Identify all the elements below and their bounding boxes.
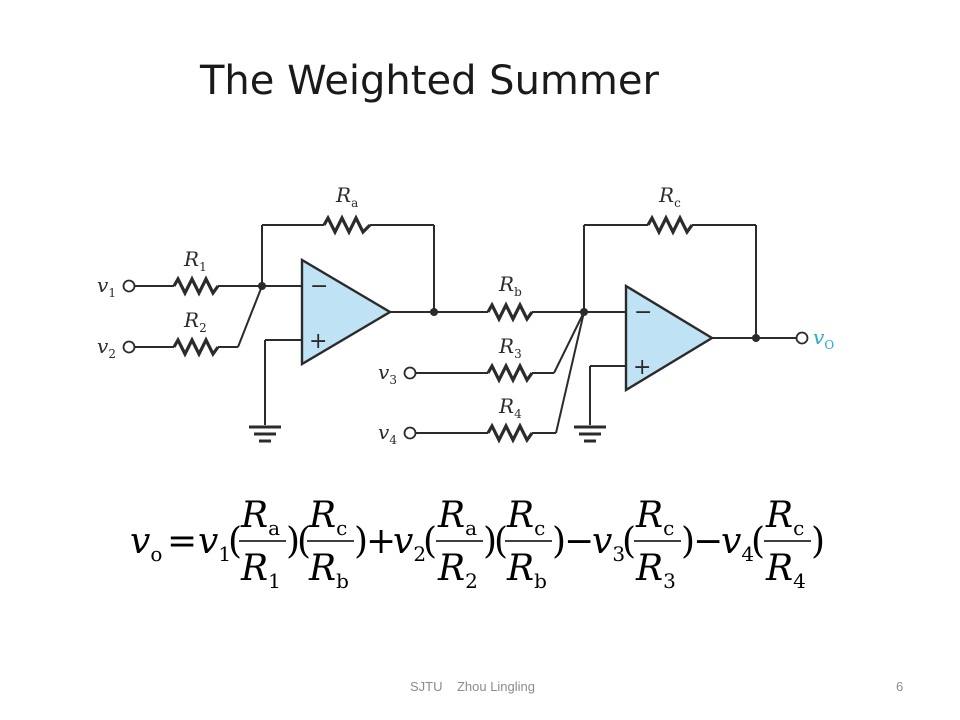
junction-node-1 — [258, 282, 266, 290]
ground-symbol-2 — [574, 425, 606, 443]
equation-paren-open: ( — [228, 521, 242, 562]
op-amp-1-inverting-sign: − — [310, 274, 328, 299]
input-terminal-v4 — [403, 426, 417, 440]
equation-minus-sign: − — [564, 521, 594, 562]
page-number: 6 — [896, 679, 904, 694]
ground-symbol-1 — [249, 425, 281, 443]
equation-paren-open: ( — [423, 521, 437, 562]
equation-paren-close: ) — [286, 521, 300, 562]
equation-paren-open: ( — [622, 521, 636, 562]
resistor-rb — [486, 301, 534, 323]
slide-title: The Weighted Summer — [200, 58, 659, 104]
resistor-label-r2: R2 — [183, 308, 207, 335]
input-label-v3: v3 — [378, 360, 397, 387]
slide-footer: SJTU Zhou Lingling — [410, 679, 536, 694]
output-label-vo: vO — [813, 325, 834, 352]
equation-term-1-frac-1-denominator: R1 — [240, 548, 281, 593]
equation-paren-close: ) — [681, 521, 695, 562]
equation-term-3-frac-denominator: R3 — [635, 548, 676, 593]
output-terminal-vo — [795, 331, 809, 345]
input-label-v4: v4 — [378, 420, 397, 447]
junction-node-2 — [430, 308, 438, 316]
resistor-label-rc: Rc — [658, 183, 681, 210]
op-amp-2 — [624, 283, 715, 393]
equation-paren-open: ( — [297, 521, 311, 562]
op-amp-2-inverting-sign: − — [634, 300, 652, 325]
equation-term-4-frac-numerator: Rc — [765, 495, 804, 540]
resistor-r4 — [486, 422, 534, 444]
op-amp-2-noninverting-sign: + — [633, 355, 651, 380]
resistor-r2 — [172, 336, 220, 358]
input-terminal-v2 — [122, 340, 136, 354]
resistor-r3 — [486, 362, 534, 384]
resistor-label-rb: Rb — [498, 272, 522, 299]
op-amp-1 — [300, 257, 393, 367]
equation-term-2-frac-1-denominator: R2 — [437, 548, 478, 593]
resistor-rc — [646, 214, 694, 236]
equation-paren-open: ( — [494, 521, 508, 562]
junction-node-4 — [752, 334, 760, 342]
equation-term-1-frac-2-denominator: Rb — [308, 548, 349, 593]
equation-term-1-frac-2-numerator: Rc — [308, 495, 347, 540]
equation-term-2-voltage: v2 — [393, 521, 426, 566]
equation-term-3-voltage: v3 — [592, 521, 625, 566]
output-voltage-equation: vo = v1 ( Ra R1 ) ( Rc Rb ) + v2 ( Ra R2… — [130, 495, 825, 593]
junction-node-3 — [580, 308, 588, 316]
equation-paren-close: ) — [811, 521, 825, 562]
equation-equals-sign: = — [167, 521, 197, 562]
equation-lhs: vo — [130, 521, 162, 566]
input-terminal-v3 — [403, 366, 417, 380]
input-label-v2: v2 — [97, 334, 116, 361]
equation-paren-close: ) — [552, 521, 566, 562]
equation-term-2-frac-1-numerator: Ra — [437, 495, 477, 540]
equation-plus-sign: + — [366, 521, 396, 562]
circuit-wires — [135, 224, 796, 434]
input-terminal-v1 — [122, 279, 136, 293]
equation-term-2-frac-2-denominator: Rb — [506, 548, 547, 593]
resistor-label-r1: R1 — [183, 247, 207, 274]
equation-paren-close: ) — [483, 521, 497, 562]
equation-term-4-frac-denominator: R4 — [765, 548, 806, 593]
equation-term-3-frac-numerator: Rc — [635, 495, 674, 540]
resistor-label-r3: R3 — [498, 334, 522, 361]
resistor-label-ra: Ra — [335, 183, 358, 210]
equation-term-1-frac-1-numerator: Ra — [240, 495, 280, 540]
equation-term-4-voltage: v4 — [721, 521, 754, 566]
input-label-v1: v1 — [97, 273, 116, 300]
equation-term-1-voltage: v1 — [198, 521, 231, 566]
equation-term-2-frac-2-numerator: Rc — [506, 495, 545, 540]
op-amp-1-noninverting-sign: + — [309, 329, 327, 354]
equation-paren-close: ) — [354, 521, 368, 562]
resistor-ra — [322, 214, 372, 236]
equation-paren-open: ( — [751, 521, 765, 562]
resistor-r1 — [172, 275, 220, 297]
resistor-label-r4: R4 — [498, 394, 522, 421]
equation-minus-sign: − — [693, 521, 723, 562]
